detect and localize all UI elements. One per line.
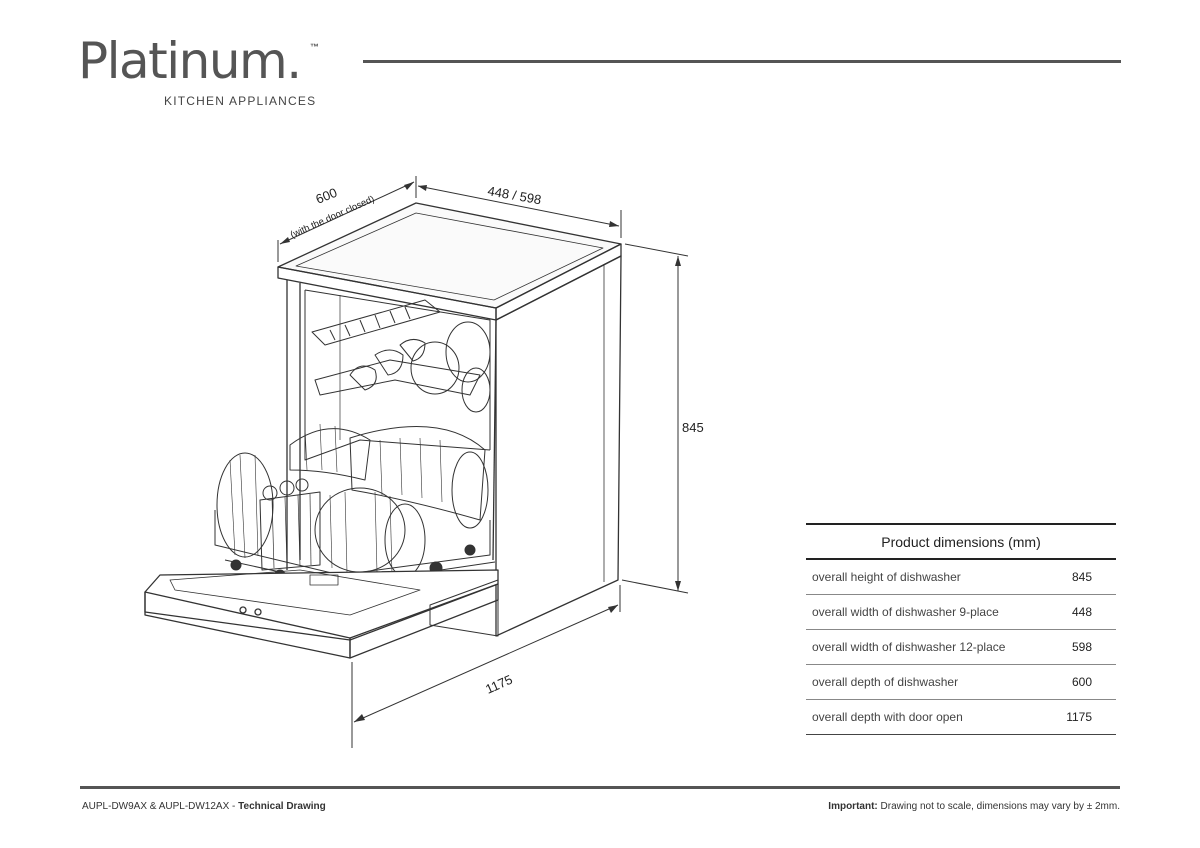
footer-models: AUPL-DW9AX & AUPL-DW12AX - Technical Dra… xyxy=(82,801,326,812)
brand-logo: Platinum. ™ KITCHEN APPLIANCES xyxy=(78,36,338,116)
dimension-label: overall depth of dishwasher xyxy=(806,664,1050,700)
document-type: Technical Drawing xyxy=(238,801,326,812)
depth-dimension-line xyxy=(279,181,415,245)
dishwasher-body xyxy=(286,255,622,637)
table-title: Product dimensions (mm) xyxy=(806,523,1116,560)
dimension-value: 598 xyxy=(1049,629,1116,665)
important-text: Drawing not to scale, dimensions may var… xyxy=(877,801,1120,812)
table-row: overall depth of dishwasher 600 xyxy=(806,664,1116,700)
product-dimensions-table: Product dimensions (mm) overall height o… xyxy=(806,523,1116,735)
table-row: overall width of dishwasher 9-place 448 xyxy=(806,594,1116,630)
depth-label: 600 xyxy=(314,185,340,207)
open-door xyxy=(144,569,499,659)
dimension-value: 1175 xyxy=(1049,699,1116,735)
dimension-value: 448 xyxy=(1049,594,1116,630)
open-depth-dimension-line xyxy=(353,604,619,723)
dimension-label: overall width of dishwasher 12-place xyxy=(806,629,1050,665)
width-label: 448 / 598 xyxy=(486,183,542,207)
table-row: overall depth with door open 1175 xyxy=(806,699,1116,735)
brand-tagline: KITCHEN APPLIANCES xyxy=(164,94,317,108)
table-row: overall width of dishwasher 12-place 598 xyxy=(806,629,1116,665)
brand-name: Platinum. xyxy=(78,32,302,90)
footer-divider xyxy=(80,786,1120,789)
header-divider xyxy=(363,60,1121,63)
dimension-value: 845 xyxy=(1049,559,1116,595)
dimension-value: 600 xyxy=(1049,664,1116,700)
dimension-label: overall width of dishwasher 9-place xyxy=(806,594,1050,630)
lower-basket xyxy=(214,423,496,587)
footer-disclaimer: Important: Drawing not to scale, dimensi… xyxy=(828,801,1120,812)
width-dimension-line xyxy=(417,185,620,227)
upper-basket xyxy=(311,299,491,413)
important-label: Important: xyxy=(828,801,878,812)
table-row: overall height of dishwasher 845 xyxy=(806,559,1116,595)
dimension-label: overall depth with door open xyxy=(806,699,1050,735)
trademark-mark: ™ xyxy=(310,42,319,52)
model-numbers: AUPL-DW9AX & AUPL-DW12AX - xyxy=(82,801,239,812)
dimension-label: overall height of dishwasher xyxy=(806,559,1050,595)
open-depth-label: 1175 xyxy=(483,672,515,697)
height-label: 845 xyxy=(682,420,704,435)
